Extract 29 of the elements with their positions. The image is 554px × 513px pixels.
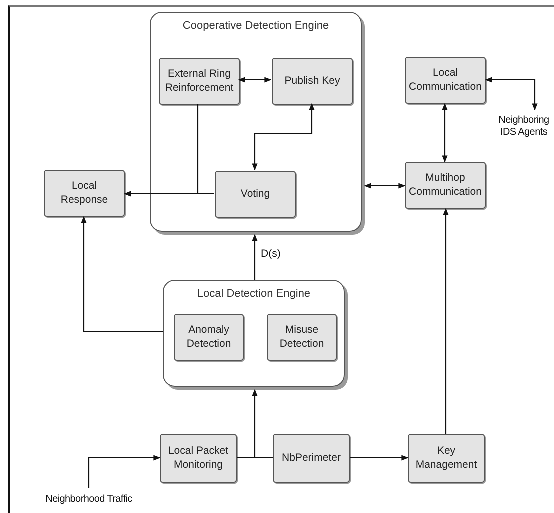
connector-arrow — [350, 455, 409, 461]
process-box: Local Response — [44, 170, 125, 217]
connector-arrow — [485, 77, 538, 111]
node-label: Neighborhood Traffic — [46, 494, 132, 506]
connector-arrow — [443, 208, 449, 434]
process-box: Key Management — [408, 434, 485, 483]
container-title: Local Detection Engine — [196, 288, 312, 300]
container-title: Cooperative Detection Engine — [182, 20, 330, 32]
connector-arrow — [442, 103, 448, 163]
process-box: Anomaly Detection — [174, 314, 244, 361]
engine-container — [163, 280, 345, 387]
process-box: External Ring Reinforcement — [159, 58, 240, 105]
node-label: Neighboring IDS Agents — [498, 115, 550, 139]
process-box: Multihop Communication — [405, 162, 486, 209]
process-box: NbPerimeter — [273, 434, 350, 483]
connector-arrow — [238, 77, 272, 83]
process-box: Local Packet Monitoring — [160, 434, 237, 483]
process-box: Publish Key — [272, 58, 353, 105]
connector-arrow — [364, 183, 406, 189]
connector-arrow — [252, 234, 258, 280]
process-box: Misuse Detection — [267, 314, 337, 361]
edge-label: D(s) — [260, 248, 282, 260]
engine-container — [150, 12, 362, 232]
process-box: Local Communication — [405, 57, 486, 104]
connector-arrow — [81, 216, 163, 333]
connector-arrow — [124, 104, 199, 197]
connector-arrow — [252, 103, 315, 171]
process-box: Voting — [215, 171, 296, 218]
connector-arrow — [88, 455, 161, 488]
